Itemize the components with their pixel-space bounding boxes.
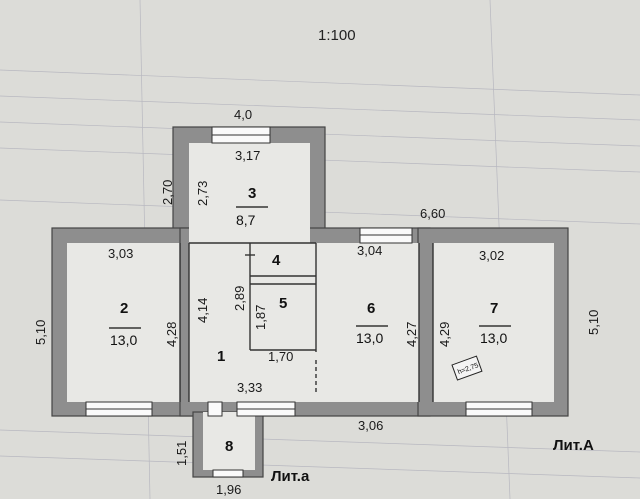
room-2-area: 13,0 [110, 332, 137, 348]
scale-label: 1:100 [318, 27, 356, 44]
room-6-number: 6 [367, 300, 375, 317]
dim-room6-width: 3,04 [357, 243, 382, 258]
dim-room5-width: 1,70 [268, 349, 293, 364]
dim-room3-left-outer: 2,70 [160, 180, 175, 205]
dim-top-outer: 4,0 [234, 107, 252, 122]
dim-room2-width: 3,03 [108, 246, 133, 261]
room-4-number: 4 [272, 252, 281, 269]
dim-left-outer: 5,10 [33, 320, 48, 345]
ceiling-height-stamp: h=2,75 [451, 355, 483, 381]
dim-room1-width: 3,33 [237, 380, 262, 395]
room-7-area: 13,0 [480, 330, 507, 346]
windows [85, 126, 533, 478]
room-7-number: 7 [490, 300, 498, 317]
room-5-number: 5 [279, 295, 287, 312]
room-2-number: 2 [120, 300, 128, 317]
dim-room5-height: 1,87 [253, 305, 268, 330]
dim-room3-height: 2,73 [195, 181, 210, 206]
partitions [179, 242, 434, 402]
dim-room6-height: 4,27 [404, 322, 419, 347]
dim-room7-height: 4,29 [437, 322, 452, 347]
dim-room4-height: 2,89 [232, 286, 247, 311]
lit-porch-label: Лит.а [271, 468, 310, 485]
room-3-area: 8,7 [236, 212, 256, 228]
room-6-area: 13,0 [356, 330, 383, 346]
dim-room7-width: 3,02 [479, 248, 504, 263]
dim-room8-height: 1,51 [174, 441, 189, 466]
dim-room1-height: 4,14 [195, 298, 210, 323]
dim-room2-height: 4,28 [164, 322, 179, 347]
room-1-number: 1 [217, 348, 225, 365]
lit-main-label: Лит.А [553, 437, 594, 454]
dim-bottom-mid: 3,06 [358, 418, 383, 433]
dim-right-block-top: 6,60 [420, 206, 445, 221]
room-3-number: 3 [248, 185, 256, 202]
room-8-number: 8 [225, 438, 233, 455]
dim-right-outer: 5,10 [586, 310, 601, 335]
floors [67, 143, 554, 470]
dim-room3-width: 3,17 [235, 148, 260, 163]
dim-room8-width: 1,96 [216, 482, 241, 497]
